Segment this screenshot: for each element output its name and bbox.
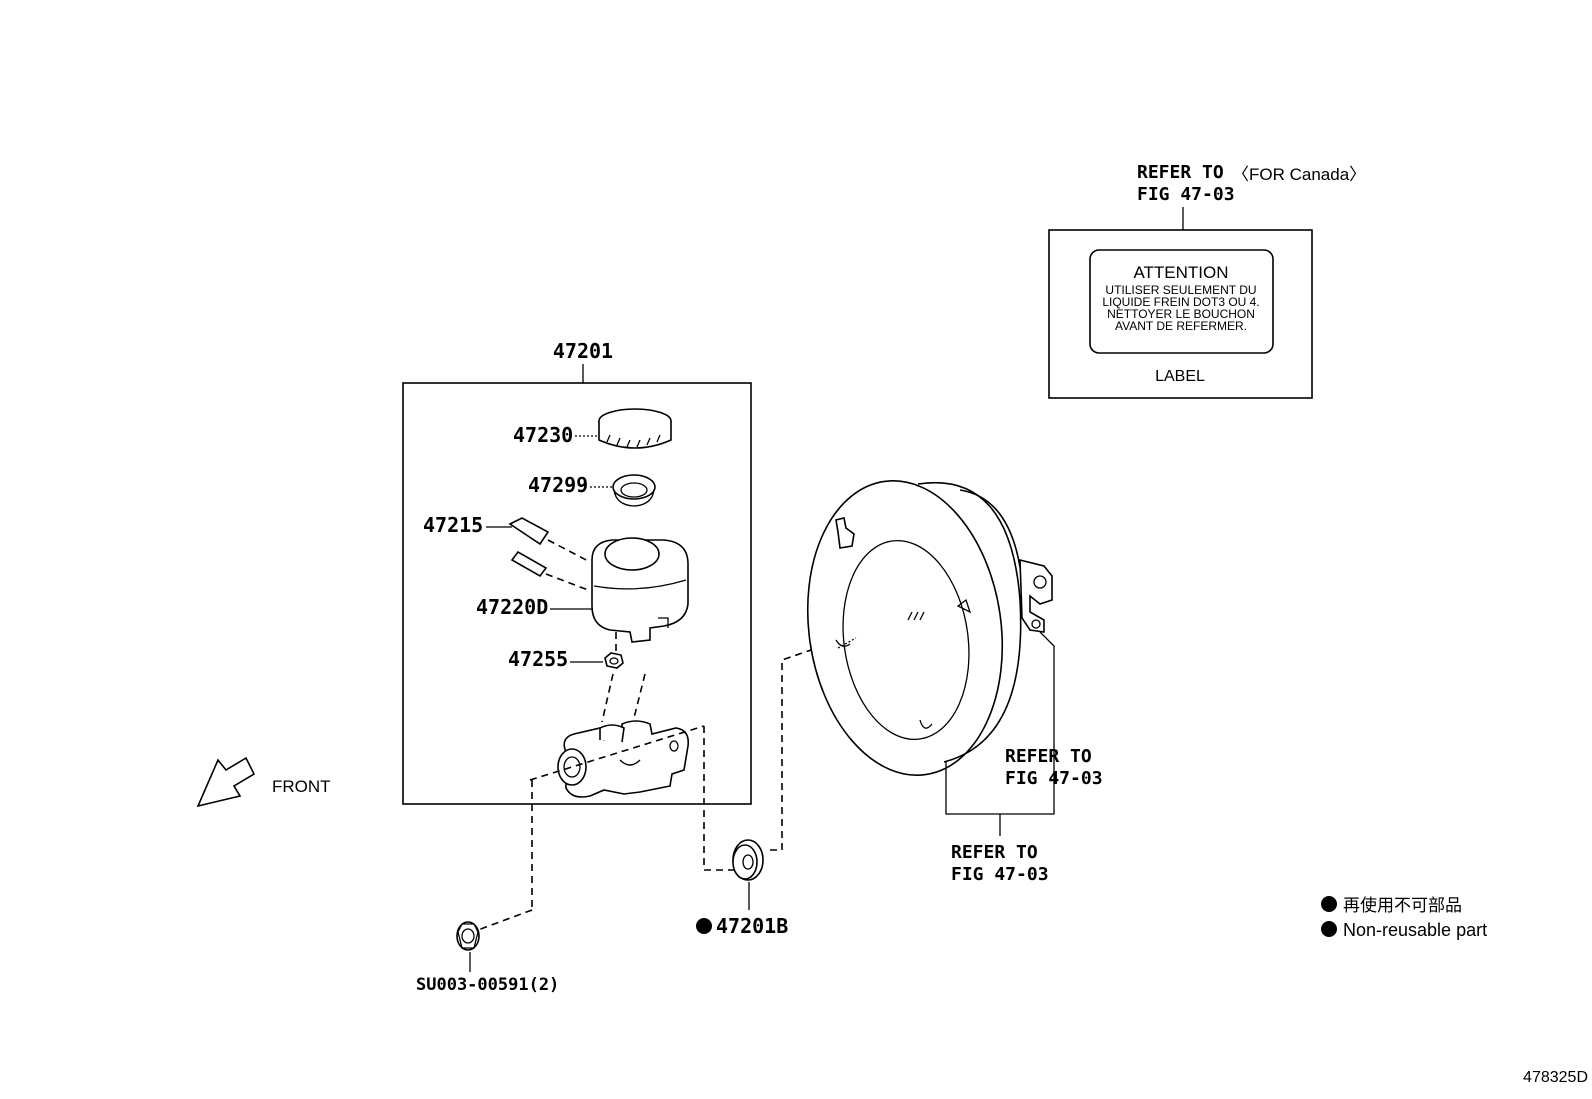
pin-drawing: [508, 517, 591, 591]
brake-booster-drawing: [806, 480, 1053, 776]
assembly-frame: [402, 382, 752, 805]
flange-nut-group: SU003-00591(2): [416, 780, 559, 995]
label-reference: REFER TO 〈FOR Canada〉 FIG 47-03 ATTENTIO…: [1048, 162, 1366, 399]
label-line-4: AVANT DE REFERMER.: [1115, 319, 1247, 333]
part-su003-label[interactable]: SU003-00591(2): [416, 975, 559, 995]
bottom-fig-text[interactable]: FIG 47-03: [951, 864, 1049, 885]
bottom-refer-text[interactable]: REFER TO: [951, 842, 1038, 863]
legend-bullet-1-icon: [1321, 896, 1337, 912]
part-47220d-label[interactable]: 47220D: [476, 595, 548, 619]
master-cylinder-body-drawing: [529, 720, 705, 870]
right-refer-text[interactable]: REFER TO: [1005, 746, 1092, 767]
part-47201b-label[interactable]: 47201B: [716, 914, 788, 938]
legend-bullet-2-icon: [1321, 921, 1337, 937]
label-heading: ATTENTION: [1133, 263, 1228, 282]
top-for-canada-text: 〈FOR Canada〉: [1232, 165, 1366, 184]
top-fig-text[interactable]: FIG 47-03: [1137, 184, 1235, 205]
gasket-group: 47201B: [696, 639, 841, 938]
booster-references: REFER TO FIG 47-03 REFER TO FIG 47-03: [945, 631, 1103, 885]
diagram-id: 478325D: [1523, 1069, 1588, 1086]
legend: 再使用不可部品 Non-reusable part: [1321, 895, 1487, 940]
gasket-drawing: [732, 839, 764, 881]
label-line-2: LIQUIDE FREIN DOT3 OU 4.: [1102, 295, 1259, 309]
reservoir-cap-drawing: [598, 408, 672, 449]
top-refer-text[interactable]: REFER TO: [1137, 162, 1224, 183]
label-line-3: NETTOYER LE BOUCHON: [1107, 307, 1255, 321]
part-47299-label[interactable]: 47299: [528, 473, 588, 497]
legend-jp-text: 再使用不可部品: [1343, 895, 1462, 915]
flange-nut-drawing: [456, 921, 480, 951]
label-line-1: UTILISER SEULEMENT DU: [1105, 283, 1256, 297]
label-sticker: [1089, 249, 1274, 354]
strainer-drawing: [612, 474, 656, 507]
gasket-non-reusable-bullet: [696, 918, 712, 934]
front-label: FRONT: [272, 777, 331, 796]
master-cylinder-group: 47201 47230 47299 47215 47220D: [402, 339, 752, 870]
reservoir-drawing: [591, 537, 689, 654]
part-47215-label[interactable]: 47215: [423, 513, 483, 537]
part-47255-label[interactable]: 47255: [508, 647, 568, 671]
right-fig-text[interactable]: FIG 47-03: [1005, 768, 1103, 789]
part-47230-label[interactable]: 47230: [513, 423, 573, 447]
label-caption: LABEL: [1155, 368, 1205, 385]
nut-drawing: [601, 652, 646, 723]
part-47201-label[interactable]: 47201: [553, 339, 613, 363]
front-arrow-icon: [196, 756, 256, 808]
label-frame: [1048, 229, 1313, 399]
front-indicator: FRONT: [196, 756, 331, 808]
legend-en-text: Non-reusable part: [1343, 920, 1487, 940]
